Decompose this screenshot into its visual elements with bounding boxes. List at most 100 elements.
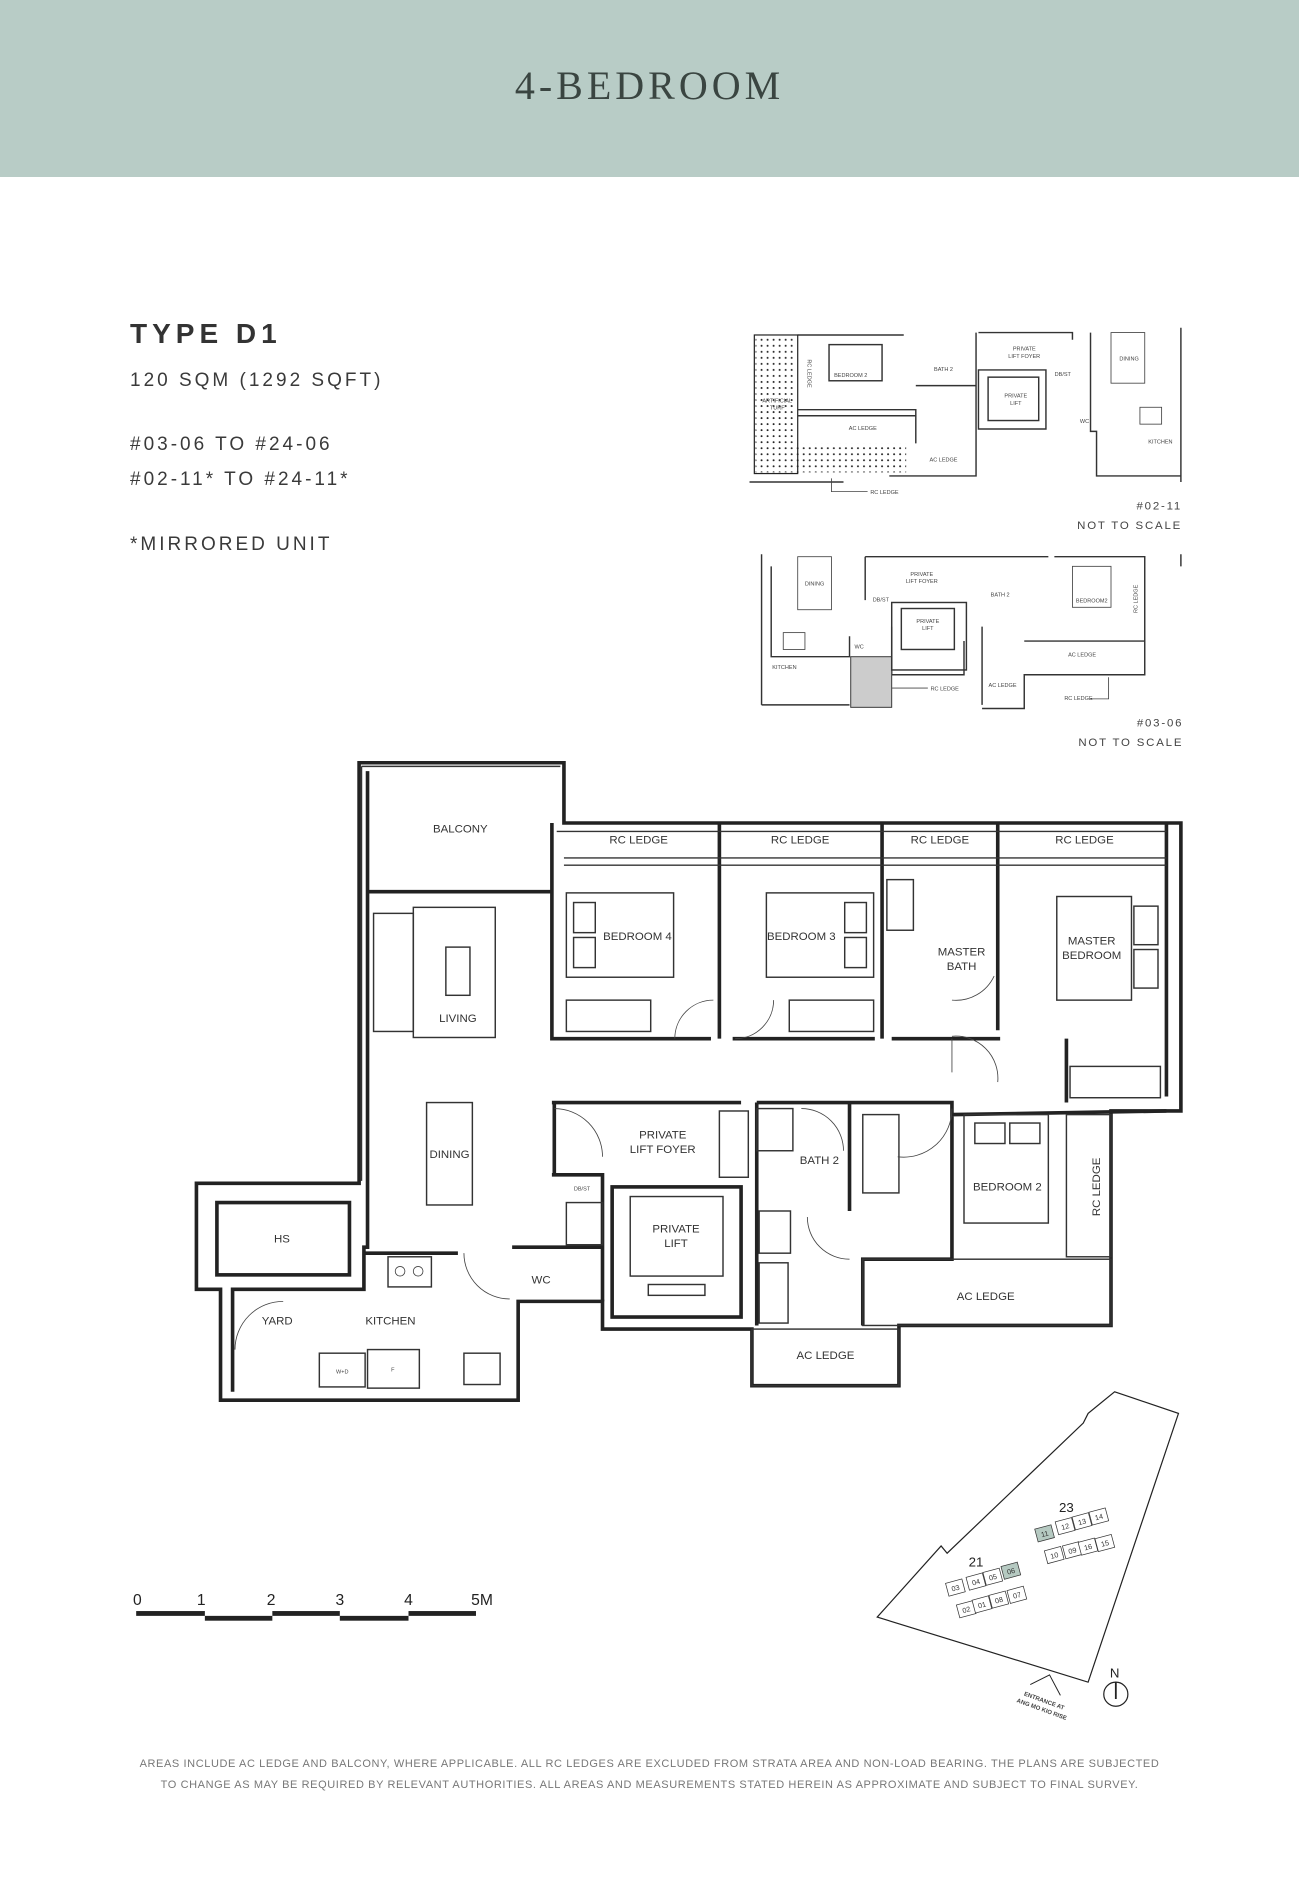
- scale-tick: 3: [335, 1592, 344, 1609]
- label: DINING: [805, 582, 824, 588]
- label: BEDROOM2: [1076, 598, 1108, 604]
- label: RC LEDGE: [1064, 696, 1093, 702]
- label: LIFT FOYER: [906, 579, 938, 585]
- label: YARD: [262, 1315, 293, 1327]
- label: DINING: [1119, 356, 1138, 362]
- label: PRIVATE: [639, 1130, 687, 1142]
- label: DB/ST: [1055, 372, 1072, 378]
- label: KITCHEN: [365, 1315, 415, 1327]
- label: BATH 2: [934, 367, 953, 373]
- label: RC LEDGE: [1055, 834, 1114, 846]
- scale-tick: 0: [133, 1592, 142, 1609]
- label: AC LEDGE: [957, 1291, 1015, 1303]
- label: AC LEDGE: [930, 458, 958, 464]
- header-banner: 4-BEDROOM: [0, 0, 1299, 177]
- label: RC LEDGE: [870, 490, 899, 496]
- highlighted-unit: [1034, 1524, 1055, 1543]
- label: BEDROOM 3: [767, 931, 836, 943]
- label: BEDROOM 2: [834, 373, 867, 379]
- label: LIFT: [1010, 401, 1022, 407]
- unit-number: 04: [971, 1577, 981, 1588]
- main-floor-plan: BALCONY LIVING DINING HS YARD KITCHEN W+…: [194, 760, 1183, 1402]
- label: LIFT FOYER: [630, 1144, 696, 1156]
- unit-number: 05: [988, 1572, 998, 1583]
- mini-plan-03-06: DINING KITCHEN WC DB/ST PRIVATE LIFT FOY…: [760, 554, 1183, 749]
- label: LIFT: [664, 1238, 688, 1250]
- label: KITCHEN: [1148, 439, 1172, 445]
- label: AC LEDGE: [989, 683, 1017, 689]
- site-unit: [965, 1572, 987, 1591]
- unit-type: TYPE D1: [130, 318, 282, 349]
- page-title: 4-BEDROOM: [514, 63, 785, 108]
- site-unit: [1094, 1533, 1116, 1553]
- label: DB/ST: [574, 1187, 591, 1193]
- mirrored-note: *MIRRORED UNIT: [130, 534, 333, 555]
- label: WC: [532, 1274, 551, 1286]
- site-unit: [1071, 1512, 1093, 1531]
- unit-number: 09: [1067, 1545, 1077, 1556]
- site-unit: [1006, 1585, 1028, 1604]
- label: LIFT: [922, 626, 934, 632]
- label: BATH 2: [991, 592, 1010, 598]
- block-label: 23: [1059, 1500, 1074, 1515]
- label: DINING: [429, 1149, 469, 1161]
- label: RC LEDGE: [609, 834, 668, 846]
- highlighted-unit: [1000, 1561, 1022, 1580]
- label: LIFT FOYER: [1008, 354, 1040, 360]
- label: BEDROOM: [1062, 950, 1121, 962]
- label: PRIVATE: [1013, 347, 1036, 353]
- label: RC LEDGE: [1091, 1157, 1103, 1216]
- label: PRIVATE: [916, 619, 939, 625]
- site-unit: [988, 1590, 1010, 1609]
- unit-number: 08: [994, 1595, 1004, 1606]
- label: MASTER: [938, 947, 986, 959]
- unit-number: 12: [1060, 1521, 1070, 1532]
- label: BATH 2: [800, 1155, 839, 1167]
- unit-number: 01: [977, 1600, 987, 1611]
- unit-number: 11: [1040, 1529, 1050, 1540]
- label: PRIVATE: [910, 572, 933, 578]
- label: HS: [274, 1233, 290, 1245]
- unit-number: 07: [1012, 1590, 1022, 1601]
- label: AC LEDGE: [797, 1350, 855, 1362]
- label: DB/ST: [873, 597, 890, 603]
- label: AC LEDGE: [1068, 653, 1096, 659]
- mini-plan-caption: #02-11: [1136, 501, 1182, 513]
- disclaimer-line: AREAS INCLUDE AC LEDGE AND BALCONY, WHER…: [139, 1758, 1160, 1770]
- unit-range: #03-06 TO #24-06: [130, 434, 333, 455]
- north-indicator: N: [1110, 1665, 1120, 1680]
- label: RC LEDGE: [771, 834, 830, 846]
- label: BEDROOM 2: [973, 1182, 1042, 1194]
- not-to-scale-note: NOT TO SCALE: [1077, 520, 1182, 532]
- unit-number: 06: [1006, 1566, 1016, 1577]
- site-unit: [971, 1595, 993, 1614]
- scale-tick: 4: [404, 1592, 413, 1609]
- label: RC LEDGE: [805, 359, 811, 388]
- label: BEDROOM 4: [603, 931, 672, 943]
- label: LIVING: [439, 1013, 477, 1025]
- site-unit: [982, 1567, 1004, 1586]
- site-unit: [945, 1578, 966, 1597]
- unit-number: 16: [1083, 1542, 1093, 1553]
- label: WC: [855, 644, 864, 650]
- site-unit: [1054, 1517, 1076, 1536]
- scale-tick: 1: [197, 1592, 206, 1609]
- unit-number: 14: [1094, 1512, 1104, 1523]
- label: WC: [1080, 419, 1089, 425]
- unit-area: 120 SQM (1292 SQFT): [130, 370, 384, 391]
- unit-number: 13: [1077, 1516, 1087, 1527]
- unit-number: 03: [950, 1583, 960, 1594]
- not-to-scale-note: NOT TO SCALE: [1078, 737, 1183, 749]
- site-unit: [1088, 1507, 1110, 1526]
- label: ARTIFICIAL: [762, 398, 792, 404]
- label: PRIVATE: [1004, 394, 1027, 400]
- label: RC LEDGE: [1134, 584, 1140, 613]
- label: W+D: [336, 1370, 348, 1376]
- label: BALCONY: [433, 824, 488, 836]
- label: AC LEDGE: [849, 426, 877, 432]
- scale-tick: 2: [267, 1592, 276, 1609]
- mini-plan-02-11: ARTIFICIAL TURF RC LEDGE BEDROOM 2 BATH …: [749, 327, 1182, 532]
